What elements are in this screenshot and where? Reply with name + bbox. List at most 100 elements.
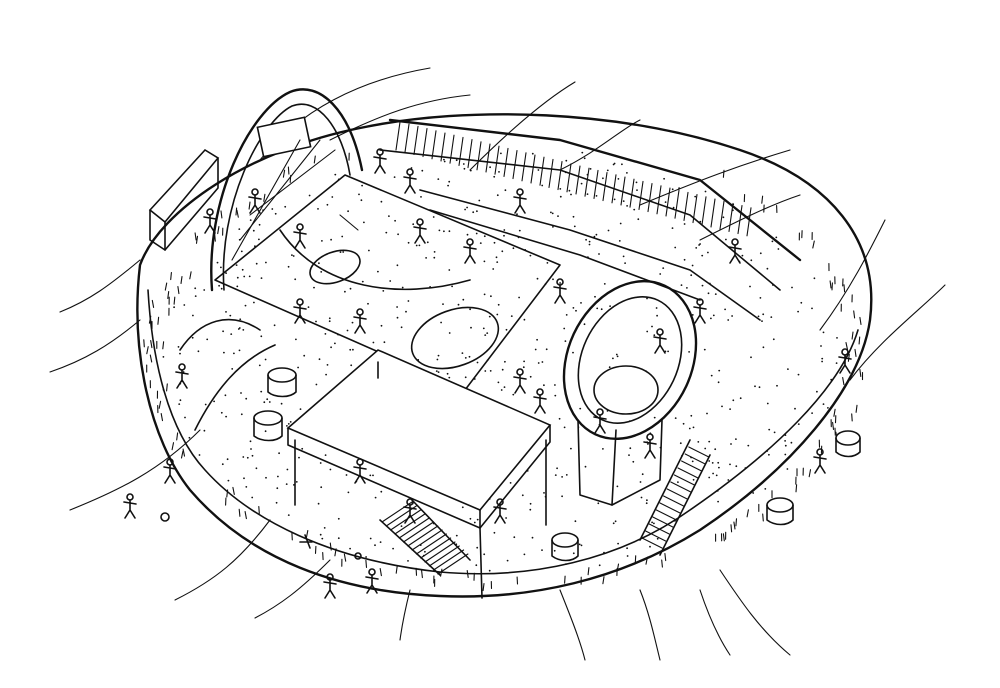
bleacher-slat [665, 187, 671, 217]
stipple-dot [294, 278, 297, 281]
stipple-dot [503, 386, 506, 388]
stipple-dot [523, 553, 526, 556]
grass-stroke [829, 280, 832, 289]
ramp-plank [385, 505, 417, 527]
stipple-dot [716, 490, 719, 492]
stipple-dot [564, 340, 567, 342]
stipple-dot [162, 356, 165, 358]
grass-stroke [282, 169, 286, 178]
stipple-dot [692, 426, 695, 429]
stipple-dot [374, 496, 377, 499]
stipple-dot [626, 555, 629, 557]
stipple-dot [503, 234, 505, 237]
grass-stroke [244, 511, 247, 520]
stipple-dot [457, 303, 460, 306]
stipple-dot [319, 533, 322, 536]
person-figure [203, 208, 217, 234]
stipple-dot [772, 338, 775, 341]
stipple-dot [462, 163, 465, 165]
stipple-dot [820, 345, 822, 347]
bleacher-slat [422, 128, 428, 158]
stipple-dot [443, 160, 446, 163]
stipple-dot [672, 206, 675, 209]
stipple-dot [674, 417, 677, 419]
stipple-dot [827, 407, 829, 409]
bleacher-slat [575, 165, 581, 195]
stipple-dot [380, 324, 383, 327]
stipple-dot [613, 198, 616, 201]
stipple-dot [583, 323, 586, 326]
stipple-dot [435, 370, 438, 372]
ramp-plank [415, 533, 447, 555]
stipple-dot [478, 199, 481, 202]
bleacher-slat [656, 185, 662, 215]
bleacher-slat [728, 202, 734, 232]
stipple-dot [674, 246, 677, 249]
stipple-dot [287, 265, 290, 268]
stipple-dot [706, 412, 708, 415]
grass-stroke [194, 232, 197, 241]
stipple-dot [229, 314, 232, 317]
ramp-plank [645, 530, 667, 542]
stipple-dot [554, 474, 557, 476]
grass-stroke [602, 576, 605, 585]
stipple-dot [580, 544, 583, 547]
ramp-plank [402, 521, 435, 543]
ramp-plank [390, 509, 422, 531]
grass-stroke [661, 559, 663, 568]
stipple-dot [744, 467, 747, 469]
stipple-dot [325, 373, 327, 376]
stipple-dot [448, 230, 451, 233]
person-figure [353, 308, 367, 334]
person-figure [293, 298, 307, 324]
stipple-dot [579, 407, 582, 410]
stipple-dot [768, 453, 770, 456]
stipple-dot [334, 342, 336, 345]
stipple-dot [704, 447, 707, 450]
ramp-plank [666, 488, 688, 500]
stipple-dot [588, 243, 591, 246]
stipple-dot [584, 465, 587, 468]
stipple-dot [250, 448, 252, 450]
grass-stroke [733, 521, 736, 530]
stipple-dot [346, 329, 349, 332]
stipple-dot [173, 306, 176, 309]
stipple-dot [425, 257, 427, 259]
stipple-dot [816, 390, 818, 393]
stipple-dot [729, 463, 731, 466]
stipple-dot [318, 262, 320, 265]
stipple-dot [339, 251, 342, 254]
stipple-dot [455, 534, 458, 537]
grass-stroke [220, 210, 223, 219]
person-figure [728, 238, 742, 264]
grass-stroke [160, 413, 164, 422]
stipple-dot [655, 307, 658, 309]
bleacher-slat [593, 169, 599, 199]
stipple-dot [369, 474, 372, 477]
stipple-dot [741, 254, 744, 257]
stipple-dot [598, 253, 600, 255]
stipple-dot [265, 261, 267, 264]
stipple-dot [563, 426, 566, 429]
stipple-dot [400, 326, 403, 329]
stipple-dot [203, 429, 206, 432]
stipple-dot [295, 481, 298, 483]
grass-stroke [859, 316, 862, 325]
stipple-dot [797, 373, 800, 376]
stipple-dot [358, 193, 360, 196]
grass-stroke [858, 336, 861, 345]
stipple-dot [503, 229, 506, 231]
stipple-dot [521, 494, 524, 497]
bleacher-slat [413, 125, 419, 155]
bleacher-slat [458, 136, 464, 166]
grass-stroke [236, 209, 239, 218]
stipple-dot [558, 417, 561, 420]
grass-stroke [843, 284, 846, 293]
stipple-dot [811, 307, 813, 310]
stipple-dot [553, 549, 556, 552]
stipple-dot [784, 440, 786, 442]
stipple-dot [433, 251, 436, 253]
stipple-dot [701, 254, 704, 257]
backboard [256, 116, 312, 158]
stipple-dot [683, 223, 686, 225]
